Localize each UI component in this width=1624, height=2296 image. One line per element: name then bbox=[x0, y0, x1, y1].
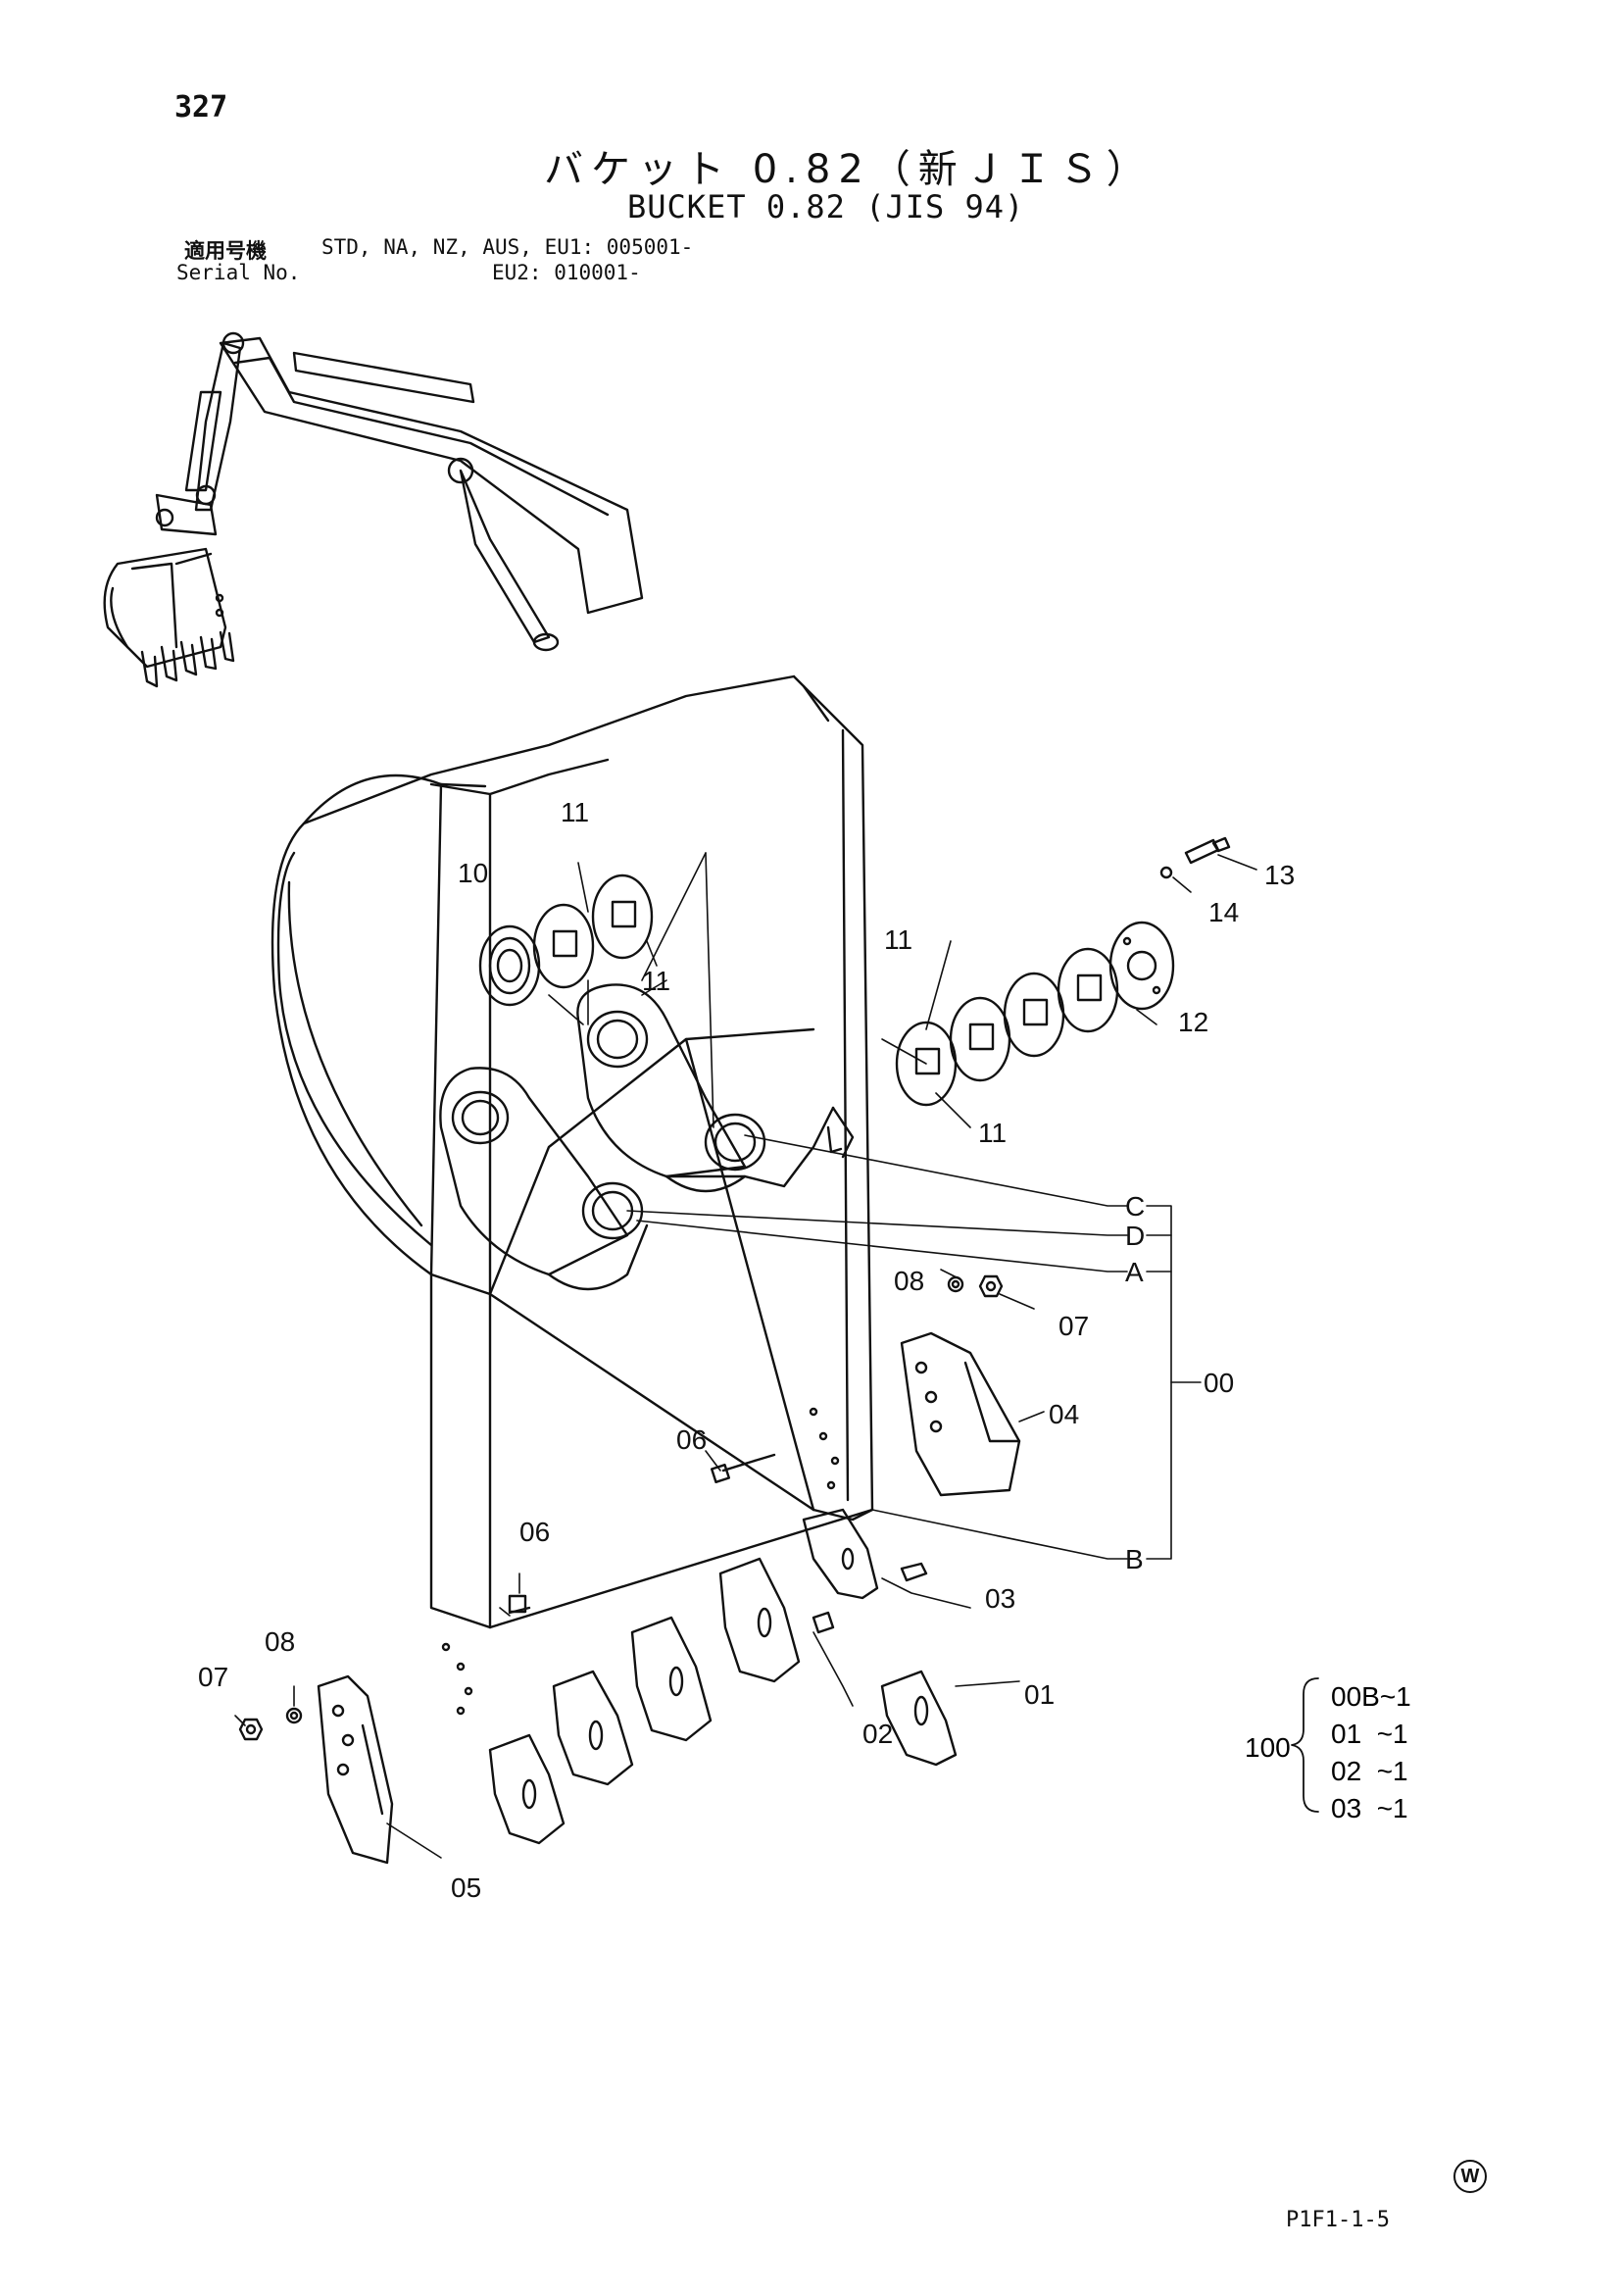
fasteners-drawing bbox=[238, 1274, 1004, 1741]
kit-item: 03 ~1 bbox=[1331, 1793, 1408, 1823]
callout-01: 01 bbox=[1024, 1679, 1055, 1710]
callout-A: A bbox=[1125, 1257, 1144, 1287]
callout-B: B bbox=[1125, 1544, 1144, 1574]
callout-12: 12 bbox=[1178, 1007, 1208, 1037]
side-shroud-drawing bbox=[317, 1331, 1021, 1865]
page-number: 327 bbox=[174, 90, 228, 125]
callout-11-right: 11 bbox=[884, 924, 912, 955]
callout-07-left: 07 bbox=[198, 1662, 228, 1692]
callout-13: 13 bbox=[1264, 860, 1295, 890]
shims-and-plates-drawing bbox=[478, 836, 1231, 1107]
kit-item: 00B~1 bbox=[1331, 1681, 1411, 1712]
page-title-japanese: バケット 0.82（新ＪＩＳ） bbox=[544, 147, 1154, 192]
kit-list: 100 00B~1 01 ~1 02 ~1 03 ~1 bbox=[1245, 1681, 1411, 1823]
kit-brace bbox=[1291, 1677, 1319, 1813]
callout-08-right: 08 bbox=[894, 1266, 924, 1296]
callout-03: 03 bbox=[985, 1583, 1015, 1614]
kit-item: 02 ~1 bbox=[1331, 1756, 1408, 1786]
callout-06-mid: 06 bbox=[676, 1424, 707, 1455]
callout-07-right: 07 bbox=[1058, 1311, 1089, 1341]
page-title-english: BUCKET 0.82 (JIS 94) bbox=[627, 188, 1025, 225]
callout-labels: 11 10 11 11 11 13 14 12 C D A 00 08 07 0… bbox=[198, 797, 1295, 1903]
figure-code: P1F1-1-5 bbox=[1286, 2208, 1390, 2232]
callout-02: 02 bbox=[862, 1719, 893, 1749]
leader-lines bbox=[234, 852, 1257, 1859]
bucket-body-drawing bbox=[271, 674, 874, 1716]
bucket-teeth-drawing bbox=[488, 1508, 958, 1845]
kit-item: 01 ~1 bbox=[1331, 1719, 1408, 1749]
excavator-overview-drawing bbox=[103, 331, 644, 688]
kit-number: 100 bbox=[1245, 1732, 1291, 1763]
serial-range-eu2: EU2: 010001- bbox=[492, 261, 641, 284]
callout-C: C bbox=[1125, 1191, 1145, 1222]
callout-D: D bbox=[1125, 1221, 1145, 1251]
callout-11-mid: 11 bbox=[642, 966, 670, 996]
callout-04: 04 bbox=[1049, 1399, 1079, 1429]
callout-11-top: 11 bbox=[561, 797, 589, 827]
callout-11-lower: 11 bbox=[978, 1118, 1007, 1148]
serial-label-english: Serial No. bbox=[176, 261, 301, 284]
serial-range-primary: STD, NA, NZ, AUS, EU1: 005001- bbox=[321, 235, 694, 259]
serial-label-japanese: 適用号機 bbox=[184, 239, 267, 263]
callout-14: 14 bbox=[1208, 897, 1239, 927]
callout-05: 05 bbox=[451, 1872, 481, 1903]
callout-08-left: 08 bbox=[265, 1626, 295, 1657]
callout-06-left: 06 bbox=[519, 1517, 550, 1547]
callout-10: 10 bbox=[458, 858, 488, 888]
callout-00: 00 bbox=[1204, 1368, 1234, 1398]
circled-w-mark: W bbox=[1453, 2160, 1487, 2193]
